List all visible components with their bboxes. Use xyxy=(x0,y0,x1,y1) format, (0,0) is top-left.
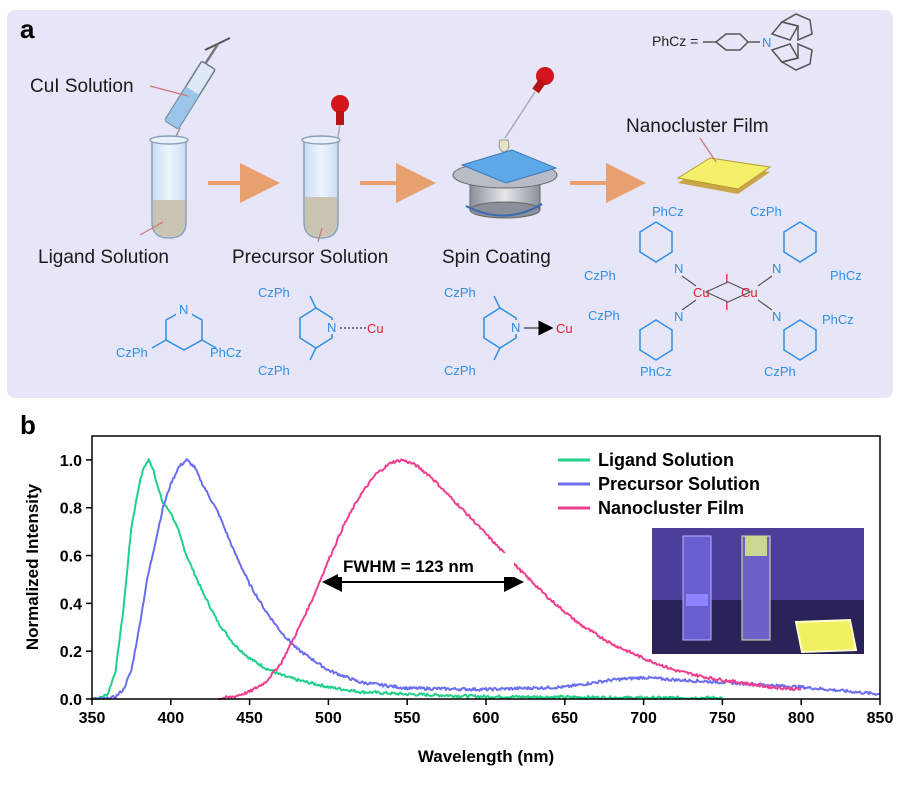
precursor-tube-icon xyxy=(301,95,349,243)
syringe-icon xyxy=(149,37,231,174)
ligand-solution-label: Ligand Solution xyxy=(38,247,169,268)
cluster-structure: Cu Cu I I N PhCz CzPh N CzPh PhCz N CzPh… xyxy=(584,204,862,379)
spin-coating-label: Spin Coating xyxy=(442,247,551,268)
precursor-cu-label: Cu xyxy=(367,321,384,336)
ligand-czph-label: CzPh xyxy=(116,345,148,360)
x-tick-label: 600 xyxy=(473,710,500,727)
cluster-cu-left-label: Cu xyxy=(693,285,710,300)
cluster-n-ul-label: N xyxy=(674,261,683,276)
intermediate-czph-bottom-label: CzPh xyxy=(444,363,476,378)
cui-solution-label: CuI Solution xyxy=(30,76,134,97)
phcz-definition-label: PhCz = xyxy=(652,33,698,49)
x-axis-title: Wavelength (nm) xyxy=(418,747,554,766)
y-tick-label: 0.4 xyxy=(60,596,82,613)
y-tick-label: 1.0 xyxy=(60,453,82,470)
cluster-czph-lr-label: CzPh xyxy=(764,364,796,379)
ligand-phcz-label: PhCz xyxy=(210,345,242,360)
legend-label: Precursor Solution xyxy=(598,474,760,494)
cluster-phcz-ul-label: PhCz xyxy=(652,204,684,219)
x-tick-label: 850 xyxy=(867,710,894,727)
x-tick-label: 800 xyxy=(788,710,815,727)
cluster-phcz-ur-label: PhCz xyxy=(830,268,862,283)
x-tick-label: 550 xyxy=(394,710,421,727)
precursor-solution-label: Precursor Solution xyxy=(232,247,388,268)
panel-a-background xyxy=(7,10,893,398)
ligand-structure: N CzPh PhCz xyxy=(116,302,242,360)
precursor-czph-top-label: CzPh xyxy=(258,285,290,300)
cluster-n-ur-label: N xyxy=(772,261,781,276)
precursor-czph-bottom-label: CzPh xyxy=(258,363,290,378)
cluster-cu-right-label: Cu xyxy=(741,285,758,300)
phcz-n-label: N xyxy=(762,35,771,50)
legend-label: Ligand Solution xyxy=(598,450,734,470)
intermediate-structure: N Cu CzPh CzPh xyxy=(444,285,573,378)
cluster-czph-ur-label: CzPh xyxy=(750,204,782,219)
y-tick-label: 0.6 xyxy=(60,549,82,566)
spin-coater-icon xyxy=(452,67,558,219)
y-tick-label: 0.2 xyxy=(60,644,82,661)
x-tick-label: 350 xyxy=(79,710,106,727)
nanocluster-film-icon xyxy=(676,137,772,194)
fwhm-label: FWHM = 123 nm xyxy=(343,557,474,576)
cluster-n-lr-label: N xyxy=(772,309,781,324)
x-tick-label: 500 xyxy=(315,710,342,727)
intermediate-n-label: N xyxy=(511,320,520,335)
phcz-structure: PhCz = N xyxy=(652,13,813,71)
cuvette-left xyxy=(682,535,712,641)
cluster-phcz-lr-label: PhCz xyxy=(822,312,854,327)
spectrum-chart: 350 400 450 500 550 600 650 700 750 800 850 0.0 0.2 0… xyxy=(23,435,894,766)
uv-photo-inset xyxy=(652,528,864,654)
panel-a-letter: a xyxy=(20,14,35,44)
y-tick-label: 0.8 xyxy=(60,501,82,518)
intermediate-czph-top-label: CzPh xyxy=(444,285,476,300)
cluster-n-ll-label: N xyxy=(674,309,683,324)
intermediate-cu-label: Cu xyxy=(556,321,573,336)
cluster-czph-ul-label: CzPh xyxy=(584,268,616,283)
cluster-phcz-ll-label: PhCz xyxy=(640,364,672,379)
ligand-tube-icon xyxy=(139,135,189,239)
panel-a: a CuI Solution Ligand Solution xyxy=(7,10,893,398)
y-axis-title: Normalized Intensity xyxy=(23,483,42,650)
glowing-film xyxy=(794,618,858,654)
cluster-i-bottom-label: I xyxy=(725,298,729,313)
x-tick-label: 700 xyxy=(630,710,657,727)
y-tick-label: 0.0 xyxy=(60,692,82,709)
precursor-structure: N Cu CzPh CzPh xyxy=(258,285,384,378)
legend-label: Nanocluster Film xyxy=(598,498,744,518)
series-line-3 xyxy=(218,458,802,700)
precursor-n-label: N xyxy=(327,320,336,335)
cluster-czph-ll-label: CzPh xyxy=(588,308,620,323)
nanocluster-film-label: Nanocluster Film xyxy=(626,116,769,137)
x-tick-label: 650 xyxy=(551,710,578,727)
panel-b-letter: b xyxy=(20,410,36,440)
series-line-1 xyxy=(91,458,723,700)
x-tick-label: 750 xyxy=(709,710,736,727)
x-tick-label: 400 xyxy=(157,710,184,727)
cluster-i-top-label: I xyxy=(725,271,729,286)
ligand-n-label: N xyxy=(179,302,188,317)
x-tick-label: 450 xyxy=(236,710,263,727)
